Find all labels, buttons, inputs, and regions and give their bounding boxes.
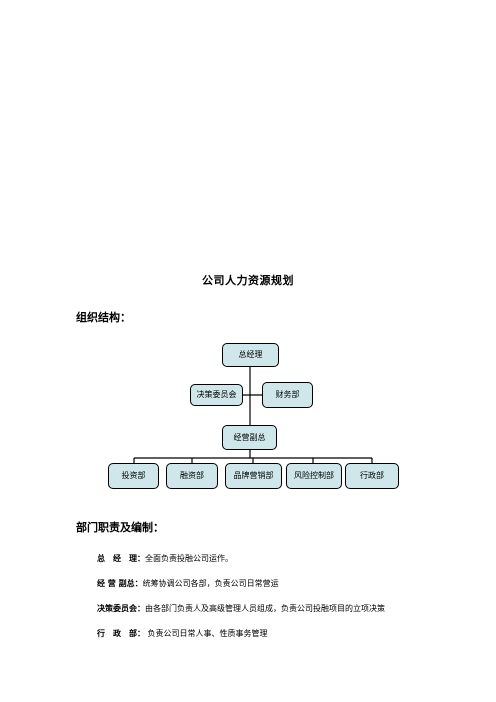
duty-text: 统筹协调公司各部，负责公司日常营运 (142, 579, 279, 588)
org-structure-heading: 组织结构： (76, 311, 131, 324)
duty-role: 行 政 部： (97, 628, 145, 638)
org-box-financing: 融资部 (166, 463, 218, 489)
document-title: 公司人力资源规划 (202, 274, 294, 287)
org-box-committee: 决策委员会 (190, 384, 243, 406)
duty-text: 负责公司日常人事、性质事务管理 (145, 629, 268, 638)
duty-role: 总 经 理： (97, 553, 145, 563)
org-box-vp: 经营副总 (222, 425, 277, 450)
duty-role: 经 营 副总： (97, 578, 143, 588)
org-box-ceo: 总经理 (222, 343, 279, 367)
duty-text: 由各部门负责人及高级管理人员组成，负责公司投融项目的立项决策 (145, 604, 385, 613)
duty-role: 决策委员会： (97, 603, 145, 613)
org-box-risk-control: 风险控制部 (286, 463, 342, 489)
duty-line-vp: 经 营 副总：统筹协调公司各部，负责公司日常营运 (97, 578, 279, 589)
org-box-investment: 投资部 (108, 463, 159, 489)
duty-line-committee: 决策委员会：由各部门负责人及高级管理人员组成，负责公司投融项目的立项决策 (97, 603, 385, 614)
org-box-brand-marketing: 品牌营销部 (225, 463, 282, 489)
duty-text: 全面负责投融公司运作。 (145, 554, 233, 563)
duty-line-ceo: 总 经 理：全面负责投融公司运作。 (97, 553, 233, 564)
org-box-finance: 财务部 (262, 382, 313, 408)
duty-line-administration: 行 政 部： 负责公司日常人事、性质事务管理 (97, 628, 268, 639)
org-box-administration: 行政部 (345, 463, 399, 489)
department-duties-heading: 部门职责及编制： (76, 521, 164, 534)
